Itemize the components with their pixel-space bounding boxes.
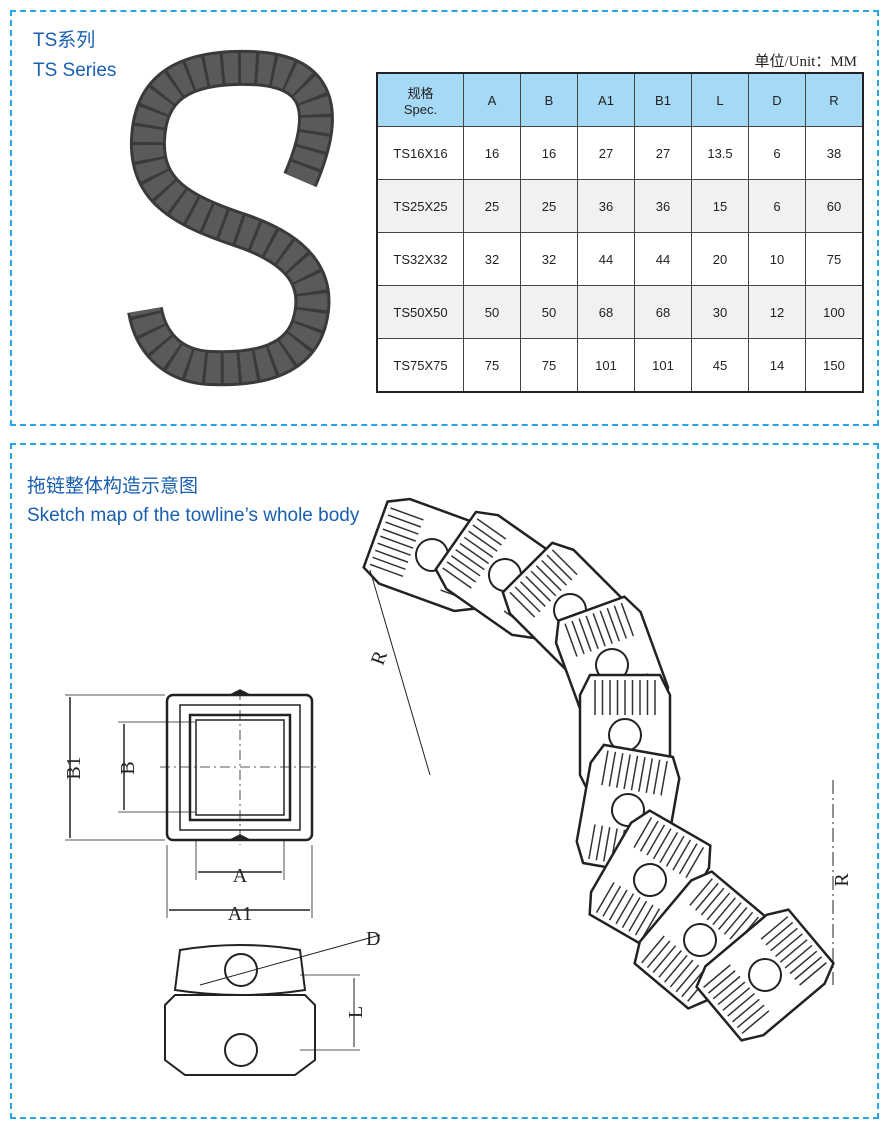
- label-r-right: R: [831, 873, 853, 887]
- table-cell: 50: [520, 285, 578, 339]
- chain-links-view: [362, 497, 835, 1042]
- table-cell: TS50X50: [376, 285, 464, 339]
- table-cell: TS16X16: [376, 126, 464, 180]
- header-a: A: [463, 72, 521, 127]
- header-l: L: [691, 72, 749, 127]
- table-cell: 25: [463, 179, 521, 233]
- table-cell: 10: [748, 232, 806, 286]
- label-a: A: [233, 865, 248, 887]
- series-panel: [10, 10, 879, 426]
- table-cell: 101: [577, 338, 635, 393]
- table-cell: TS25X25: [376, 179, 464, 233]
- header-b: B: [520, 72, 578, 127]
- chain-link: [695, 908, 835, 1042]
- sketch-title-en: Sketch map of the towline’s whole body: [27, 505, 360, 526]
- label-b1: B1: [63, 756, 85, 779]
- sketch-title-cn: 拖链整体构造示意图: [27, 476, 199, 497]
- table-cell: 36: [577, 179, 635, 233]
- series-title-cn: TS系列: [33, 30, 96, 51]
- header-b1: B1: [634, 72, 692, 127]
- label-b: B: [117, 761, 139, 774]
- table-cell: TS75X75: [376, 338, 464, 393]
- series-title-en: TS Series: [33, 60, 117, 81]
- table-cell: 32: [520, 232, 578, 286]
- header-d: D: [748, 72, 806, 127]
- label-a1: A1: [228, 903, 252, 925]
- table-cell: 6: [748, 126, 806, 180]
- table-cell: 75: [463, 338, 521, 393]
- table-cell: 12: [748, 285, 806, 339]
- side-view: [164, 934, 381, 1076]
- table-cell: 27: [634, 126, 692, 180]
- table-cell: 15: [691, 179, 749, 233]
- table-cell: 14: [748, 338, 806, 393]
- table-cell: 75: [805, 232, 864, 286]
- table-cell: 100: [805, 285, 864, 339]
- sketch-panel: [10, 443, 879, 1119]
- cross-section-view: [65, 689, 320, 918]
- table-cell: 45: [691, 338, 749, 393]
- header-r: R: [805, 72, 864, 127]
- table-cell: 32: [463, 232, 521, 286]
- table-cell: 50: [463, 285, 521, 339]
- table-cell: 16: [520, 126, 578, 180]
- label-l: L: [345, 1006, 367, 1018]
- table-cell: 68: [634, 285, 692, 339]
- table-cell: 25: [520, 179, 578, 233]
- table-cell: 30: [691, 285, 749, 339]
- table-cell: 36: [634, 179, 692, 233]
- unit-label: 单位/Unit：MM: [754, 54, 857, 70]
- header-a1: A1: [577, 72, 635, 127]
- table-cell: 75: [520, 338, 578, 393]
- label-r-left: R: [367, 647, 392, 668]
- table-cell: 44: [634, 232, 692, 286]
- table-cell: 150: [805, 338, 864, 393]
- table-cell: 101: [634, 338, 692, 393]
- label-d: D: [366, 928, 380, 950]
